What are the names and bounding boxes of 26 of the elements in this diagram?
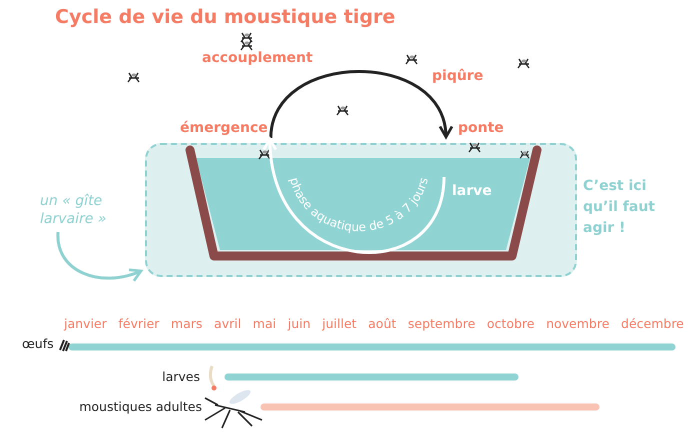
arrow <box>269 70 452 138</box>
month-label: décembre <box>621 316 684 331</box>
step-label: piqûre <box>432 68 484 84</box>
stage-label: émergence <box>180 120 268 136</box>
title: Cycle de vie du moustique tigre <box>55 6 396 28</box>
month-label: janvier <box>64 316 107 331</box>
stage-label: larve <box>452 183 492 199</box>
month-label: mars <box>170 316 202 331</box>
breeding-site-note: un « gîte larvaire » <box>40 192 130 228</box>
month-label: août <box>368 316 396 331</box>
row-label: moustiques adultes <box>78 399 202 414</box>
step-label: accouplement <box>202 50 313 66</box>
callout-note: C’est ici qu’il faut agir ! <box>583 177 656 238</box>
month-label: février <box>118 316 160 331</box>
month-label: juin <box>288 316 311 331</box>
month-label: novembre <box>546 316 610 331</box>
row-label: larves <box>161 369 200 384</box>
month-label: septembre <box>408 316 476 331</box>
arrow <box>56 232 142 282</box>
month-label: mai <box>252 316 276 331</box>
month-label: avril <box>214 316 242 331</box>
month-label: octobre <box>486 316 534 331</box>
month-label: juillet <box>322 316 357 331</box>
row-label: œufs <box>22 336 54 351</box>
stage-label: ponte <box>458 120 504 136</box>
arrow <box>264 138 446 254</box>
